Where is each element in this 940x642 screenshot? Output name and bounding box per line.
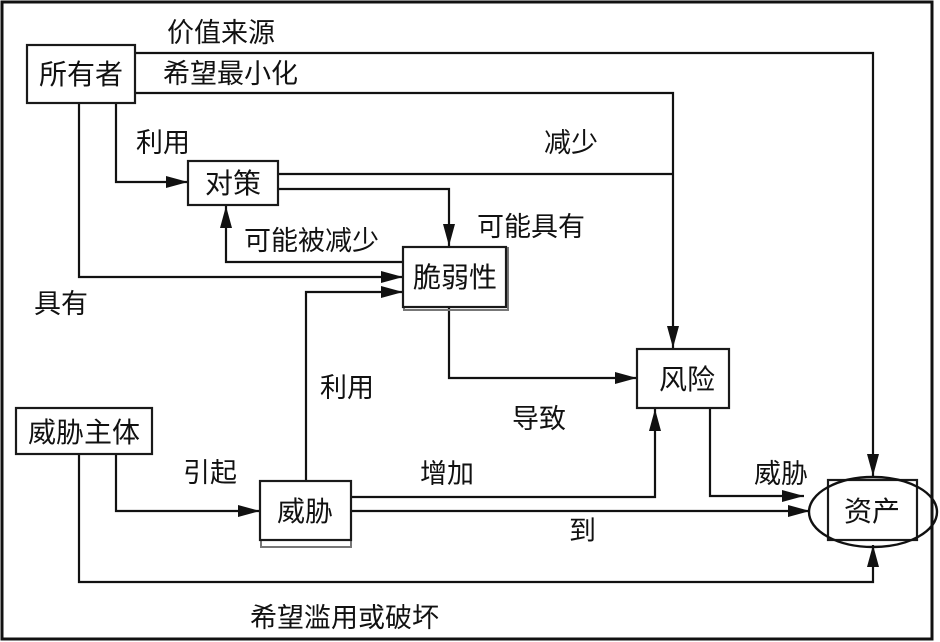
node-threat: 威胁 xyxy=(258,479,353,548)
node-asset-label: 资产 xyxy=(844,495,900,528)
node-threat-agent-label: 威胁主体 xyxy=(28,416,140,449)
node-vulnerability-label: 脆弱性 xyxy=(413,261,497,294)
edge-threatagent-asset xyxy=(77,454,879,584)
node-vulnerability: 脆弱性 xyxy=(401,245,509,311)
node-risk: 风险 xyxy=(635,347,731,410)
node-threat-label: 威胁 xyxy=(277,495,333,528)
node-risk-label: 风险 xyxy=(659,363,715,396)
node-owner-label: 所有者 xyxy=(39,58,123,91)
label-owner-vulnerability: 具有 xyxy=(34,289,88,320)
edge-owner-countermeasure xyxy=(114,103,188,188)
edge-owner-risk xyxy=(135,91,679,348)
label-owner-risk: 希望最小化 xyxy=(163,59,298,90)
edge-threatagent-threat xyxy=(114,454,260,517)
node-owner: 所有者 xyxy=(25,43,137,105)
edge-threat-vulnerability xyxy=(304,286,403,481)
label-risk-asset: 威胁 xyxy=(754,459,808,490)
node-countermeasure: 对策 xyxy=(186,159,280,207)
node-asset: 资产 xyxy=(807,475,939,549)
edge-vulnerability-countermeasure xyxy=(220,206,403,264)
node-countermeasure-label: 对策 xyxy=(205,167,261,200)
asset-ellipse xyxy=(807,475,939,549)
label-owner-countermeasure: 利用 xyxy=(136,128,190,159)
label-threatagent-asset: 希望滥用或破坏 xyxy=(250,603,439,634)
label-vulnerability-risk: 导致 xyxy=(512,404,566,435)
label-threat-risk: 增加 xyxy=(420,459,474,490)
edge-owner-asset xyxy=(135,51,879,476)
label-owner-asset: 价值来源 xyxy=(167,18,275,49)
edge-vulnerability-risk xyxy=(447,308,637,384)
label-threatagent-threat: 引起 xyxy=(183,458,237,489)
label-threat-asset: 到 xyxy=(569,516,596,547)
edge-threat-risk xyxy=(351,409,661,499)
edge-risk-asset xyxy=(708,408,804,502)
edge-countermeasure-vulnerability xyxy=(278,187,455,246)
label-countermeasure-risk: 减少 xyxy=(544,128,598,159)
label-countermeasure-vulnerability: 可能具有 xyxy=(477,212,585,243)
node-threat-agent: 威胁主体 xyxy=(14,406,154,456)
edge-owner-vulnerability xyxy=(77,103,403,283)
label-threat-vulnerability: 利用 xyxy=(320,373,374,404)
label-vulnerability-countermeasure: 可能被减少 xyxy=(244,226,379,257)
